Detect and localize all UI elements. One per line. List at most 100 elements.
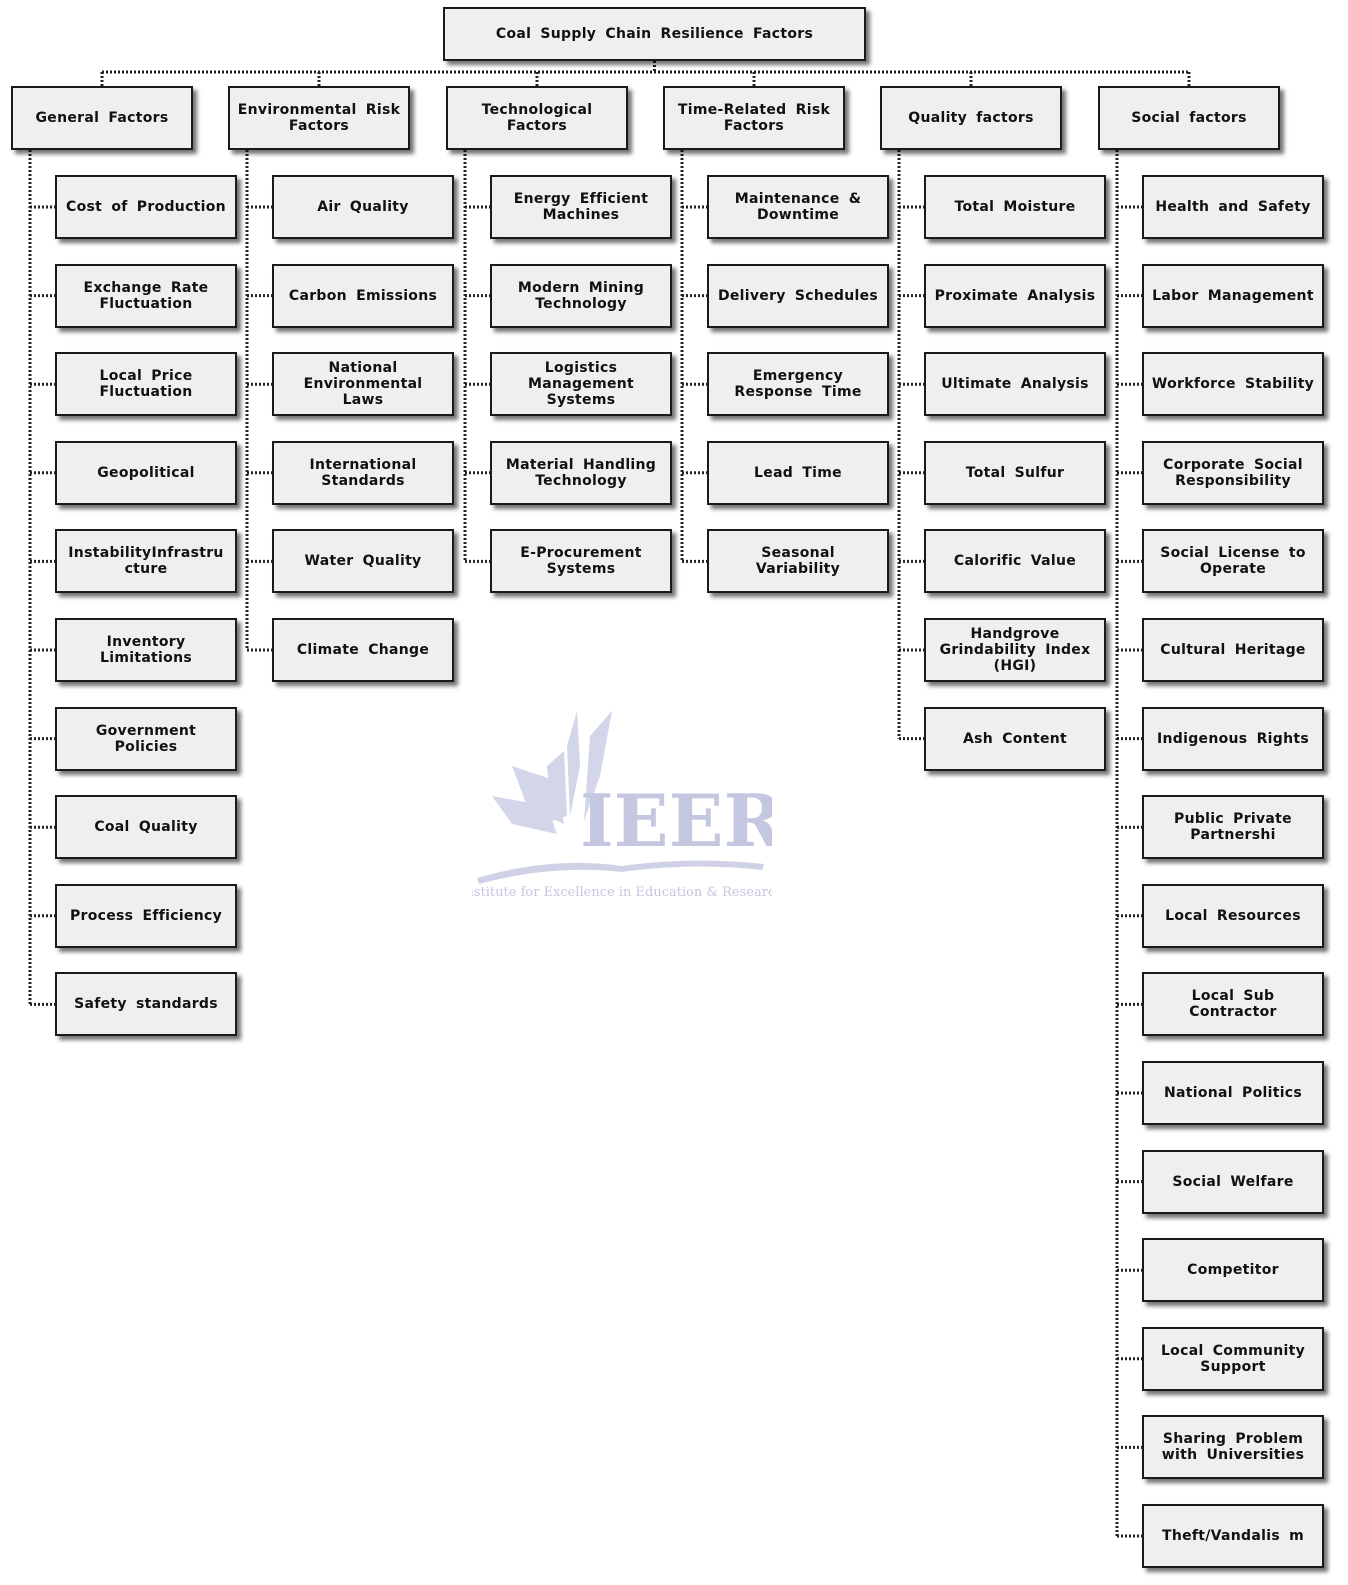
factor-coal-quality: Coal Quality [55, 795, 237, 860]
factor-water-quality: Water Quality [272, 529, 454, 594]
watermark-caption: Institute for Excellence in Education & … [472, 885, 772, 900]
category-time-related-risk-factors: Time-Related Risk Factors [663, 86, 845, 150]
factor-inventory-limitations: Inventory Limitations [55, 618, 237, 682]
root-label: Coal Supply Chain Resilience Factors [495, 26, 814, 42]
factor-material-handling-technology: Material Handling Technology [490, 440, 672, 505]
factor-label: Health and Safety [1155, 199, 1311, 215]
factor-ultimate-analysis: Ultimate Analysis [924, 352, 1106, 417]
factor-safety-standards: Safety standards [55, 972, 237, 1037]
factor-label: Seasonal Variability [755, 545, 841, 578]
factor-labor-management: Labor Management [1142, 263, 1324, 328]
factor-label: Social License to Operate [1160, 545, 1306, 578]
factor-label: Energy Efficient Machines [513, 191, 649, 223]
factor-label: Proximate Analysis [934, 287, 1096, 304]
factor-label: Exchange Rate Fluctuation [83, 279, 209, 312]
factor-sharing-problem-with-universities: Sharing Problem with Universities [1142, 1415, 1324, 1480]
category-label: Social factors [1131, 110, 1247, 126]
factor-label: Local Resources [1165, 907, 1301, 924]
factor-label: Total Moisture [954, 199, 1076, 215]
watermark-logo-text: IEER [580, 778, 772, 863]
factor-label: Theft/Vandalis m [1161, 1528, 1305, 1544]
factor-competitor: Competitor [1142, 1238, 1324, 1303]
factor-social-license-to-operate: Social License to Operate [1142, 529, 1324, 594]
factor-calorific-value: Calorific Value [924, 529, 1106, 594]
factor-label: Coal Quality [94, 819, 198, 836]
factor-local-resources: Local Resources [1142, 883, 1324, 948]
root-node: Coal Supply Chain Resilience Factors [443, 7, 866, 61]
factor-label: Calorific Value [953, 553, 1077, 570]
factor-label: InstabilityInfrastru cture [68, 545, 224, 578]
factor-label: Ash Content [962, 730, 1067, 747]
factor-lead-time: Lead Time [707, 440, 889, 505]
category-environmental-risk-factors: Environmental Risk Factors [228, 86, 410, 150]
category-technological-factors: Technological Factors [446, 86, 628, 150]
factor-label: Air Quality [317, 199, 409, 215]
factor-theft-vandalis-m: Theft/Vandalis m [1142, 1504, 1324, 1568]
factor-modern-mining-technology: Modern Mining Technology [490, 263, 672, 328]
factor-label: Sharing Problem with Universities [1161, 1431, 1305, 1464]
factor-label: Climate Change [296, 642, 430, 658]
factor-label: Water Quality [304, 553, 422, 570]
category-quality-factors: Quality factors [880, 86, 1062, 150]
factor-instabilityinfrastru-cture: InstabilityInfrastru cture [55, 529, 237, 594]
category-label: Environmental Risk Factors [237, 102, 401, 134]
factor-emergency-response-time: Emergency Response Time [707, 352, 889, 417]
factor-local-community-support: Local Community Support [1142, 1326, 1324, 1391]
factor-national-environmental-laws: National Environmental Laws [272, 352, 454, 417]
factor-total-moisture: Total Moisture [924, 175, 1106, 239]
factor-label: Indigenous Rights [1157, 730, 1309, 747]
factor-climate-change: Climate Change [272, 618, 454, 682]
factor-cultural-heritage: Cultural Heritage [1142, 618, 1324, 682]
factor-label: Local Sub Contractor [1189, 988, 1277, 1021]
factor-government-policies: Government Policies [55, 706, 237, 771]
factor-label: Social Welfare [1172, 1173, 1294, 1190]
factor-carbon-emissions: Carbon Emissions [272, 263, 454, 328]
factor-label: Lead Time [754, 464, 842, 481]
factor-handgrove-grindability-index-hgi: Handgrove Grindability Index (HGI) [924, 618, 1106, 682]
factor-international-standards: International Standards [272, 440, 454, 505]
factor-label: Corporate Social Responsibility [1163, 456, 1303, 489]
factor-label: Logistics Management Systems [527, 360, 635, 409]
leaf-icon [492, 711, 612, 834]
factor-label: Material Handling Technology [505, 456, 657, 489]
factor-national-politics: National Politics [1142, 1061, 1324, 1125]
factor-seasonal-variability: Seasonal Variability [707, 529, 889, 594]
factor-geopolitical: Geopolitical [55, 440, 237, 505]
factor-local-price-fluctuation: Local Price Fluctuation [55, 352, 237, 417]
factor-label: Inventory Limitations [100, 634, 192, 666]
factor-label: Public Private Partnershi [1174, 811, 1292, 844]
factor-label: International Standards [309, 456, 417, 489]
factor-label: Safety standards [74, 996, 218, 1013]
ieer-watermark-logo: IEER Institute for Excellence in Educati… [472, 711, 772, 900]
category-label: General Factors [35, 110, 169, 126]
factor-label: E-Procurement Systems [520, 545, 642, 578]
factor-label: Delivery Schedules [717, 287, 879, 304]
factor-corporate-social-responsibility: Corporate Social Responsibility [1142, 440, 1324, 505]
factor-label: Ultimate Analysis [941, 376, 1089, 393]
factor-ash-content: Ash Content [924, 706, 1106, 771]
factor-label: Cultural Heritage [1160, 642, 1306, 658]
factor-exchange-rate-fluctuation: Exchange Rate Fluctuation [55, 263, 237, 328]
factor-energy-efficient-machines: Energy Efficient Machines [490, 175, 672, 239]
factor-label: Carbon Emissions [288, 287, 438, 304]
category-label: Quality factors [908, 110, 1034, 126]
factor-label: National Environmental Laws [303, 360, 423, 409]
factor-total-sulfur: Total Sulfur [924, 440, 1106, 505]
factor-label: Modern Mining Technology [517, 279, 645, 312]
category-label: Time-Related Risk Factors [677, 102, 831, 134]
factor-label: Local Price Fluctuation [99, 368, 193, 401]
factor-label: Government Policies [95, 722, 197, 755]
factor-label: Geopolitical [97, 464, 195, 481]
factor-maintenance-downtime: Maintenance & Downtime [707, 175, 889, 239]
factor-indigenous-rights: Indigenous Rights [1142, 706, 1324, 771]
factor-label: Process Efficiency [69, 907, 223, 924]
category-general-factors: General Factors [11, 86, 193, 150]
factor-e-procurement-systems: E-Procurement Systems [490, 529, 672, 594]
book-icon [477, 860, 764, 884]
factor-air-quality: Air Quality [272, 175, 454, 239]
factor-social-welfare: Social Welfare [1142, 1149, 1324, 1214]
factor-delivery-schedules: Delivery Schedules [707, 263, 889, 328]
factor-label: Labor Management [1152, 287, 1314, 304]
